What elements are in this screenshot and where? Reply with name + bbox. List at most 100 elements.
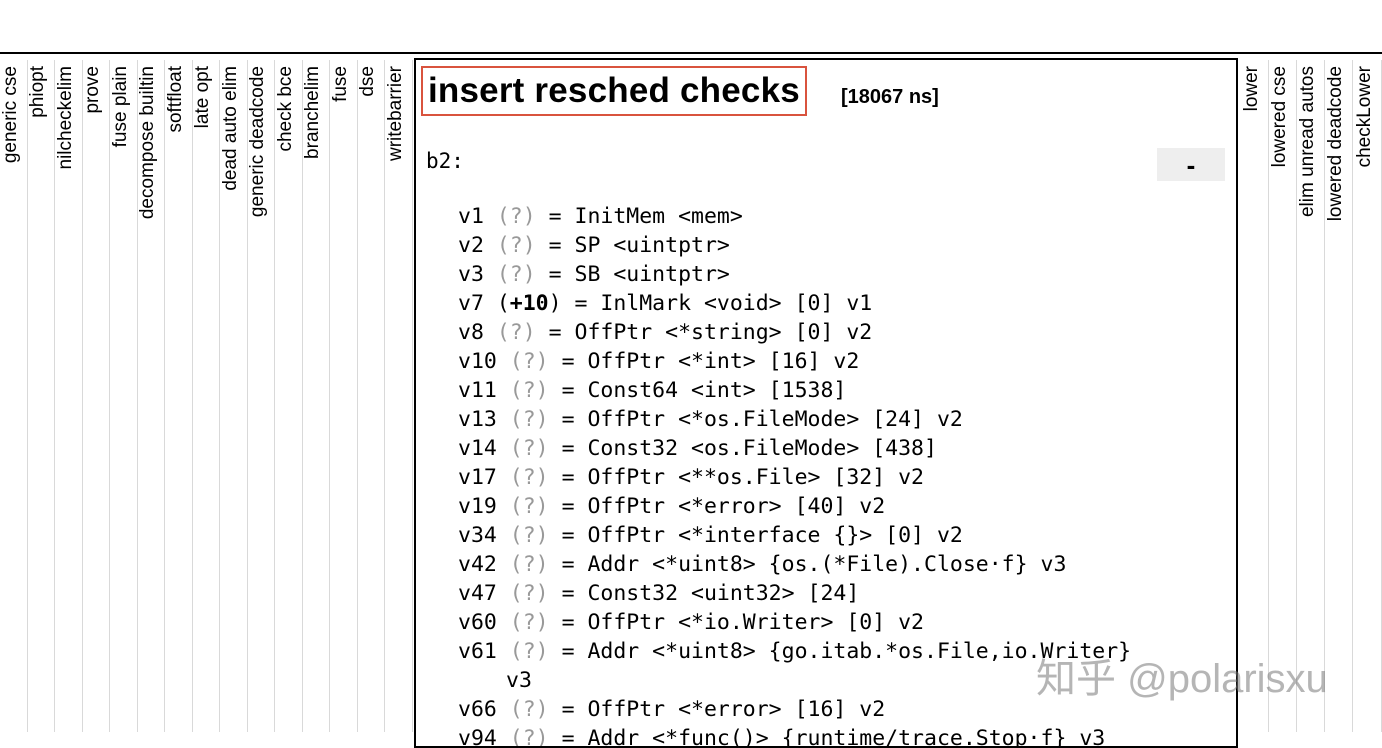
watermark: 知乎 @polarisxu xyxy=(1036,657,1328,701)
ssa-value-line[interactable]: v66 (?) = OffPtr <*error> [16] v2 xyxy=(458,695,1131,724)
value-id: v14 xyxy=(458,436,510,461)
pass-column-label: lower xyxy=(1241,66,1262,112)
pass-column-label: softfloat xyxy=(164,66,186,133)
line-number: (?) xyxy=(509,639,549,664)
value-op: = OffPtr <*int> [16] v2 xyxy=(548,349,860,374)
ssa-value-line[interactable]: v94 (?) = Addr <*func()> {runtime/trace.… xyxy=(458,724,1131,748)
line-number: (?) xyxy=(496,320,536,345)
line-number: (?) xyxy=(509,581,549,606)
ssa-value-line[interactable]: v8 (?) = OffPtr <*string> [0] v2 xyxy=(458,318,1131,347)
pass-column-generic-cse[interactable]: generic cse xyxy=(0,60,28,732)
ssa-value-line[interactable]: v61 (?) = Addr <*uint8> {go.itab.*os.Fil… xyxy=(458,637,1131,666)
value-id: v7 ( xyxy=(458,291,510,316)
pass-column-decompose-builtin[interactable]: decompose builtin xyxy=(137,60,165,732)
pass-time: [18067 ns] xyxy=(841,86,939,108)
value-op: = InitMem <mem> xyxy=(535,204,743,229)
pass-column-softfloat[interactable]: softfloat xyxy=(165,60,193,732)
line-number: (?) xyxy=(509,523,549,548)
value-op: = OffPtr <*os.FileMode> [24] v2 xyxy=(548,407,963,432)
pass-column-label: dse xyxy=(357,66,378,97)
value-id: v42 xyxy=(458,552,510,577)
collapse-button[interactable]: - xyxy=(1157,148,1225,181)
value-op: = Const32 <os.FileMode> [438] xyxy=(548,436,937,461)
ssa-value-line[interactable]: v7 (+10) = InlMark <void> [0] v1 xyxy=(458,289,1131,318)
pass-column-elim-unread-autos[interactable]: elim unread autos xyxy=(1297,60,1325,732)
value-op: = OffPtr <*error> [40] v2 xyxy=(548,494,886,519)
pass-column-dse[interactable]: dse xyxy=(357,60,385,732)
line-number: (?) xyxy=(509,726,549,748)
line-number: (?) xyxy=(509,407,549,432)
value-id: v60 xyxy=(458,610,510,635)
pass-column-lower[interactable]: lower xyxy=(1240,60,1269,732)
pass-title: insert resched checks xyxy=(428,71,800,110)
pass-column-label: fuse plain xyxy=(109,66,131,148)
ssa-value-line[interactable]: v34 (?) = OffPtr <*interface {}> [0] v2 xyxy=(458,521,1131,550)
block-label[interactable]: b2: xyxy=(426,149,464,173)
value-id: v47 xyxy=(458,581,510,606)
value-id: v61 xyxy=(458,639,510,664)
pass-column-fuse-plain[interactable]: fuse plain xyxy=(110,60,138,732)
line-number: (?) xyxy=(509,436,549,461)
value-op: = Addr <*uint8> {go.itab.*os.File,io.Wri… xyxy=(548,639,1132,664)
pass-column-label: prove xyxy=(82,66,103,114)
pass-column-label: writebarrier xyxy=(384,66,406,162)
pass-column-label: checkLower xyxy=(1354,66,1375,168)
value-op: = Addr <*func()> {runtime/trace.Stop·f} … xyxy=(548,726,1106,748)
pass-column-phiopt[interactable]: phiopt xyxy=(27,60,55,732)
pass-column-label: lowered deadcode xyxy=(1325,66,1346,222)
pass-column-fuse[interactable]: fuse xyxy=(330,60,358,732)
pass-column-checkLower[interactable]: checkLower xyxy=(1353,60,1382,732)
pass-column-label: generic cse xyxy=(0,66,21,164)
line-number: (?) xyxy=(496,262,536,287)
value-op: = Const32 <uint32> [24] xyxy=(548,581,860,606)
pass-column-nilcheckelim[interactable]: nilcheckelim xyxy=(55,60,83,732)
pass-title-box[interactable]: insert resched checks xyxy=(421,66,807,116)
value-id: v13 xyxy=(458,407,510,432)
pass-column-late-opt[interactable]: late opt xyxy=(192,60,220,732)
value-op: = SB <uintptr> xyxy=(535,262,730,287)
ssa-value-line[interactable]: v17 (?) = OffPtr <**os.File> [32] v2 xyxy=(458,463,1131,492)
pass-column-branchelim[interactable]: branchelim xyxy=(302,60,330,732)
pass-column-dead-auto-elim[interactable]: dead auto elim xyxy=(220,60,248,732)
pass-column-label: fuse xyxy=(329,66,351,102)
pass-column-label: generic deadcode xyxy=(247,66,268,218)
pass-column-check-bce[interactable]: check bce xyxy=(275,60,303,732)
ssa-value-line[interactable]: v42 (?) = Addr <*uint8> {os.(*File).Clos… xyxy=(458,550,1131,579)
value-id: v2 xyxy=(458,233,497,258)
value-id: v17 xyxy=(458,465,510,490)
line-number: (?) xyxy=(509,378,549,403)
line-number: (?) xyxy=(496,233,536,258)
ssa-value-line[interactable]: v19 (?) = OffPtr <*error> [40] v2 xyxy=(458,492,1131,521)
line-number: (?) xyxy=(509,552,549,577)
pass-column-writebarrier[interactable]: writebarrier xyxy=(385,60,413,732)
line-number: +10 xyxy=(509,291,549,316)
line-number: (?) xyxy=(509,610,549,635)
pass-column-label: elim unread autos xyxy=(1297,66,1318,218)
ssa-value-line[interactable]: v3 (?) = SB <uintptr> xyxy=(458,260,1131,289)
pass-column-prove[interactable]: prove xyxy=(82,60,110,732)
value-op: = OffPtr <**os.File> [32] v2 xyxy=(548,465,925,490)
value-op: = OffPtr <*interface {}> [0] v2 xyxy=(548,523,963,548)
ssa-value-line[interactable]: v60 (?) = OffPtr <*io.Writer> [0] v2 xyxy=(458,608,1131,637)
value-id: v3 xyxy=(458,262,497,287)
line-number: (?) xyxy=(496,204,536,229)
pass-column-lowered-cse[interactable]: lowered cse xyxy=(1269,60,1297,732)
ssa-value-line[interactable]: v14 (?) = Const32 <os.FileMode> [438] xyxy=(458,434,1131,463)
value-op: = Addr <*uint8> {os.(*File).Close·f} v3 xyxy=(548,552,1067,577)
value-op: = OffPtr <*error> [16] v2 xyxy=(548,697,886,722)
ssa-value-line[interactable]: v2 (?) = SP <uintptr> xyxy=(458,231,1131,260)
pass-column-label: nilcheckelim xyxy=(54,66,76,170)
value-op: = OffPtr <*string> [0] v2 xyxy=(535,320,873,345)
value-id: v19 xyxy=(458,494,510,519)
ssa-value-line[interactable]: v13 (?) = OffPtr <*os.FileMode> [24] v2 xyxy=(458,405,1131,434)
top-divider xyxy=(0,52,1382,54)
ssa-pass-pane: insert resched checks [18067 ns] b2: - v… xyxy=(414,58,1238,748)
value-op: ) = InlMark <void> [0] v1 xyxy=(548,291,873,316)
pass-column-lowered-deadcode[interactable]: lowered deadcode xyxy=(1325,60,1353,732)
ssa-value-line[interactable]: v10 (?) = OffPtr <*int> [16] v2 xyxy=(458,347,1131,376)
ssa-value-line[interactable]: v11 (?) = Const64 <int> [1538] xyxy=(458,376,1131,405)
ssa-value-line[interactable]: v47 (?) = Const32 <uint32> [24] xyxy=(458,579,1131,608)
ssa-value-line[interactable]: v1 (?) = InitMem <mem> xyxy=(458,202,1131,231)
line-number: (?) xyxy=(509,349,549,374)
pass-column-generic-deadcode[interactable]: generic deadcode xyxy=(247,60,275,732)
